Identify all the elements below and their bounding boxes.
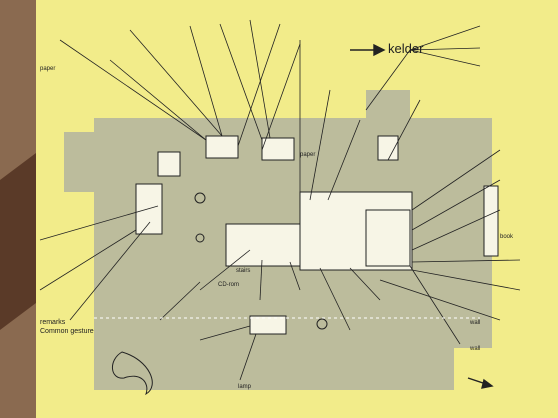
line xyxy=(309,89,331,201)
line xyxy=(349,267,381,301)
line xyxy=(409,47,481,51)
leader-lines xyxy=(39,19,521,381)
photo-edge xyxy=(0,150,40,330)
line xyxy=(239,333,257,381)
line xyxy=(109,59,207,141)
line xyxy=(319,267,351,331)
circle-1 xyxy=(194,192,206,204)
line xyxy=(199,249,251,291)
room-center xyxy=(225,223,301,267)
line xyxy=(159,281,201,321)
line xyxy=(411,269,521,291)
room-label-kelder: kelder xyxy=(388,41,424,56)
label: lamp xyxy=(238,384,252,390)
arrowhead xyxy=(373,43,386,57)
line xyxy=(237,23,281,147)
line xyxy=(411,149,501,211)
line xyxy=(261,43,301,151)
line xyxy=(129,29,223,137)
line xyxy=(199,325,251,341)
label: paper xyxy=(40,66,55,72)
line xyxy=(411,259,521,263)
label: book xyxy=(500,234,514,240)
line xyxy=(327,119,361,201)
line xyxy=(39,205,159,241)
label: wall xyxy=(469,346,480,352)
arrows xyxy=(350,43,494,389)
line xyxy=(59,39,207,141)
symbols xyxy=(112,192,328,396)
line xyxy=(219,23,263,141)
line xyxy=(409,25,481,51)
lower-floor xyxy=(94,348,454,390)
right-strip xyxy=(483,185,499,257)
line xyxy=(379,279,501,321)
line xyxy=(411,179,501,231)
line xyxy=(69,221,151,321)
line xyxy=(365,49,411,111)
upper-room xyxy=(377,135,399,161)
box-b xyxy=(261,137,295,161)
line xyxy=(387,99,421,161)
label: wall xyxy=(469,320,480,326)
circle-2 xyxy=(195,233,205,243)
box-a xyxy=(205,135,239,159)
box-d xyxy=(249,315,287,335)
line xyxy=(249,19,271,139)
label: remarks xyxy=(40,319,66,326)
circle-3 xyxy=(316,318,328,330)
line xyxy=(409,265,461,345)
label: CD-rom xyxy=(218,282,239,288)
line xyxy=(409,49,481,67)
blob-shape xyxy=(112,351,153,396)
box-c xyxy=(157,151,181,177)
line xyxy=(411,209,501,251)
label: Common gesture xyxy=(40,328,94,335)
line xyxy=(289,261,301,291)
line xyxy=(259,259,263,301)
room-right-inner xyxy=(365,209,411,267)
arrowhead xyxy=(481,378,494,389)
line xyxy=(39,229,137,291)
line xyxy=(189,25,223,137)
left-annex xyxy=(64,132,94,192)
label: stairs xyxy=(236,268,250,274)
label: paper xyxy=(300,152,315,158)
